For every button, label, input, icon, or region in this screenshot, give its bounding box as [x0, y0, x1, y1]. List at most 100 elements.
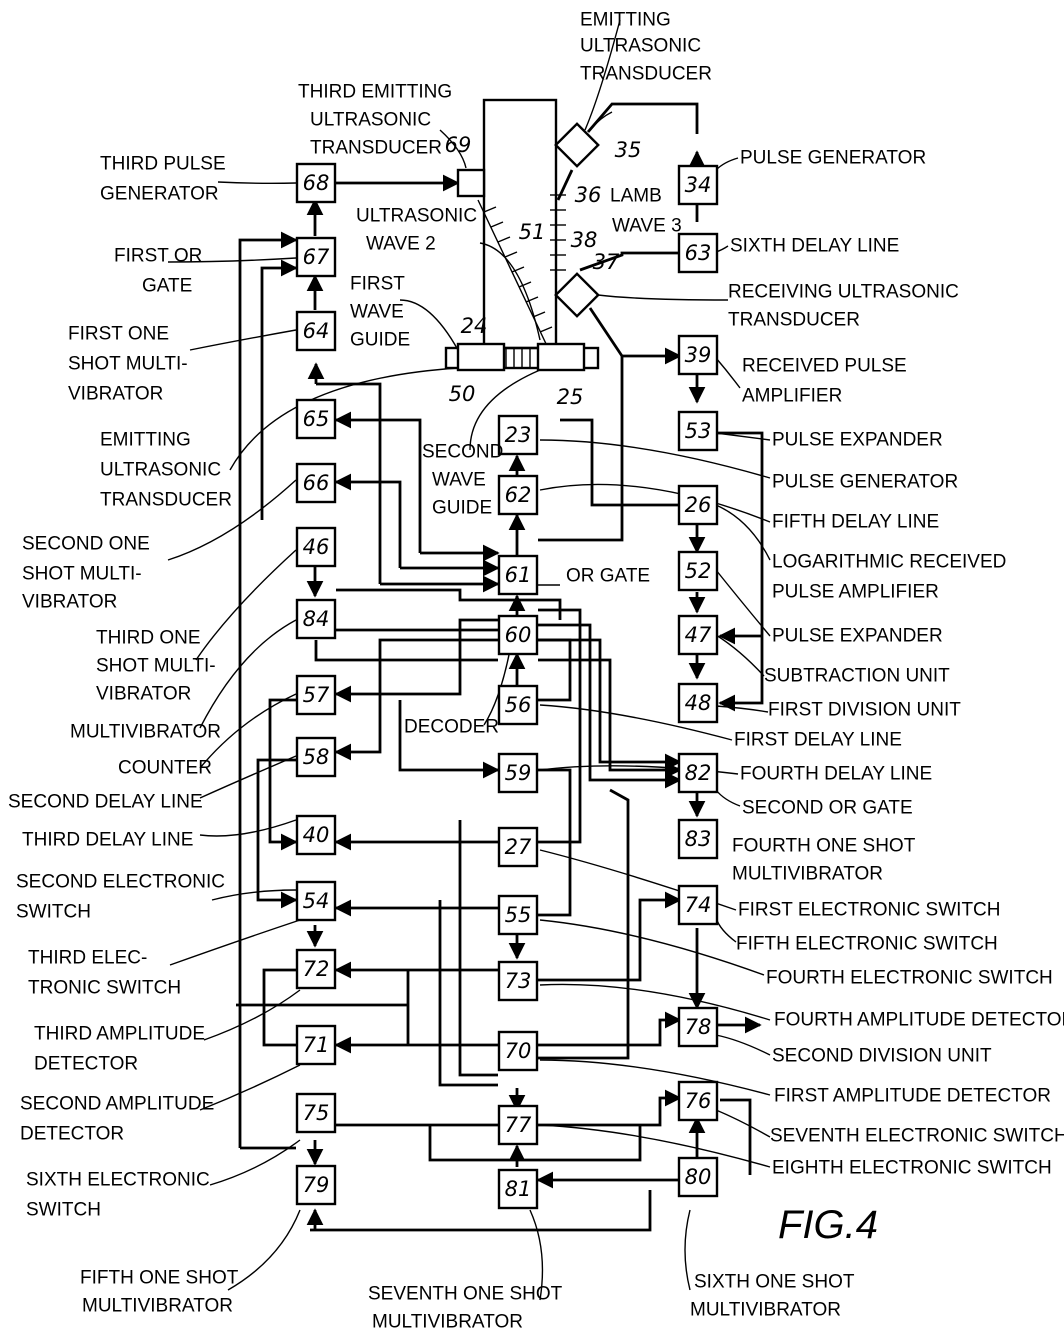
label-first-one-2: SHOT MULTI-	[68, 354, 188, 375]
svg-text:83: 83	[685, 827, 712, 851]
block-63: 63	[677, 232, 719, 274]
block-65: 65	[295, 398, 337, 440]
ultrasonic-wave-2-hatch	[483, 206, 553, 333]
label-rpa-2: AMPLIFIER	[742, 386, 842, 407]
label-fourth-one-1: FOURTH ONE SHOT	[732, 836, 916, 857]
block-57: 57	[295, 674, 337, 716]
block-81: 81	[497, 1168, 539, 1210]
label-fourth-one-2: MULTIVIBRATOR	[732, 864, 883, 885]
label-second-wg-1: SECOND	[422, 442, 503, 463]
wave-guide-structure	[444, 98, 600, 370]
label-third-pulse-1: THIRD PULSE	[100, 154, 226, 175]
label-second-or: SECOND OR GATE	[742, 798, 913, 819]
svg-text:74: 74	[685, 893, 712, 917]
block-59: 59	[497, 752, 539, 794]
label-third-one-2: SHOT MULTI-	[96, 656, 216, 677]
label-third-elec-2: TRONIC SWITCH	[28, 978, 181, 999]
svg-text:60: 60	[505, 623, 532, 647]
block-68: 68	[295, 162, 337, 204]
svg-text:68: 68	[303, 171, 330, 195]
label-first-amp: FIRST AMPLITUDE DETECTOR	[774, 1086, 1051, 1107]
label-sixth-elec-1: SIXTH ELECTRONIC	[26, 1170, 210, 1191]
label-third-emit-1: THIRD EMITTING	[298, 82, 452, 103]
block-79: 79	[295, 1164, 337, 1206]
label-sixth-elec-2: SWITCH	[26, 1200, 101, 1221]
label-ultra-wave-2: WAVE 2	[366, 234, 436, 255]
label-second-one-3: VIBRATOR	[22, 592, 117, 613]
label-third-emit-3: TRANSDUCER	[310, 138, 442, 159]
label-sixth-one-2: MULTIVIBRATOR	[690, 1300, 841, 1321]
ref-38: 38	[571, 228, 598, 252]
block-74: 74	[677, 884, 719, 926]
svg-text:65: 65	[303, 407, 330, 431]
svg-text:62: 62	[505, 483, 532, 507]
label-log-2: PULSE AMPLIFIER	[772, 582, 939, 603]
block-82: 82	[677, 752, 719, 794]
label-third-delay: THIRD DELAY LINE	[22, 830, 193, 851]
label-multivibrator: MULTIVIBRATOR	[70, 722, 221, 743]
svg-text:26: 26	[685, 493, 712, 517]
block-61: 61	[497, 554, 539, 596]
label-second-amp-2: DETECTOR	[20, 1124, 124, 1145]
svg-text:80: 80	[685, 1165, 712, 1189]
svg-text:67: 67	[303, 245, 330, 269]
svg-text:23: 23	[505, 423, 532, 447]
svg-text:58: 58	[303, 745, 330, 769]
label-second-wg-2: WAVE	[432, 470, 486, 491]
label-seventh-elec: SEVENTH ELECTRONIC SWITCH	[770, 1126, 1064, 1147]
block-26: 26	[677, 484, 719, 526]
label-second-delay: SECOND DELAY LINE	[8, 792, 203, 813]
svg-text:70: 70	[505, 1039, 532, 1063]
label-fourth-amp: FOURTH AMPLITUDE DETECTOR	[774, 1010, 1064, 1031]
label-first-or-2: GATE	[142, 276, 192, 297]
label-eighth-elec: EIGHTH ELECTRONIC SWITCH	[772, 1158, 1052, 1179]
label-counter: COUNTER	[118, 758, 212, 779]
svg-text:79: 79	[303, 1173, 330, 1197]
lamb-wave-3-marks	[550, 194, 566, 271]
label-first-one-1: FIRST ONE	[68, 324, 169, 345]
block-78: 78	[677, 1006, 719, 1048]
label-third-emit-2: ULTRASONIC	[310, 110, 431, 131]
block-60: 60	[497, 614, 539, 656]
block-66: 66	[295, 462, 337, 504]
svg-text:46: 46	[303, 535, 330, 559]
block-83: 83	[677, 818, 719, 860]
svg-text:84: 84	[303, 607, 330, 631]
label-pulse-gen-2: PULSE GENERATOR	[772, 472, 958, 493]
label-subtraction: SUBTRACTION UNIT	[764, 666, 950, 687]
block-48: 48	[677, 682, 719, 724]
svg-text:77: 77	[505, 1113, 532, 1137]
figure-title: FIG.4	[778, 1203, 878, 1247]
label-emit-top-3: TRANSDUCER	[580, 64, 712, 85]
label-recv-2: TRANSDUCER	[728, 310, 860, 331]
label-third-one-1: THIRD ONE	[96, 628, 201, 649]
label-first-elec: FIRST ELECTRONIC SWITCH	[738, 900, 1001, 921]
svg-text:72: 72	[303, 957, 330, 981]
label-fourth-delay: FOURTH DELAY LINE	[740, 764, 932, 785]
label-decoder: DECODER	[404, 717, 499, 738]
label-first-div: FIRST DIVISION UNIT	[768, 700, 961, 721]
svg-text:55: 55	[505, 903, 532, 927]
svg-text:75: 75	[303, 1101, 330, 1125]
ref-37: 37	[593, 250, 620, 274]
block-64: 64	[295, 310, 337, 352]
block-75: 75	[295, 1092, 337, 1134]
block-56: 56	[497, 684, 539, 726]
svg-text:73: 73	[505, 969, 532, 993]
label-sixth-delay: SIXTH DELAY LINE	[730, 236, 899, 257]
label-fifth-one-2: MULTIVIBRATOR	[82, 1296, 233, 1317]
block-84: 84	[295, 598, 337, 640]
svg-text:76: 76	[685, 1089, 712, 1113]
block-58: 58	[295, 736, 337, 778]
svg-text:39: 39	[685, 343, 712, 367]
svg-text:71: 71	[303, 1033, 330, 1057]
label-second-elec-1: SECOND ELECTRONIC	[16, 872, 225, 893]
label-emitting-2: ULTRASONIC	[100, 460, 221, 481]
ref-35: 35	[615, 138, 642, 162]
svg-text:59: 59	[505, 761, 532, 785]
svg-text:48: 48	[685, 691, 712, 715]
label-third-pulse-2: GENERATOR	[100, 184, 219, 205]
svg-text:53: 53	[685, 419, 712, 443]
receiving-transducer-37	[554, 272, 600, 318]
block-34: 34	[677, 164, 719, 206]
